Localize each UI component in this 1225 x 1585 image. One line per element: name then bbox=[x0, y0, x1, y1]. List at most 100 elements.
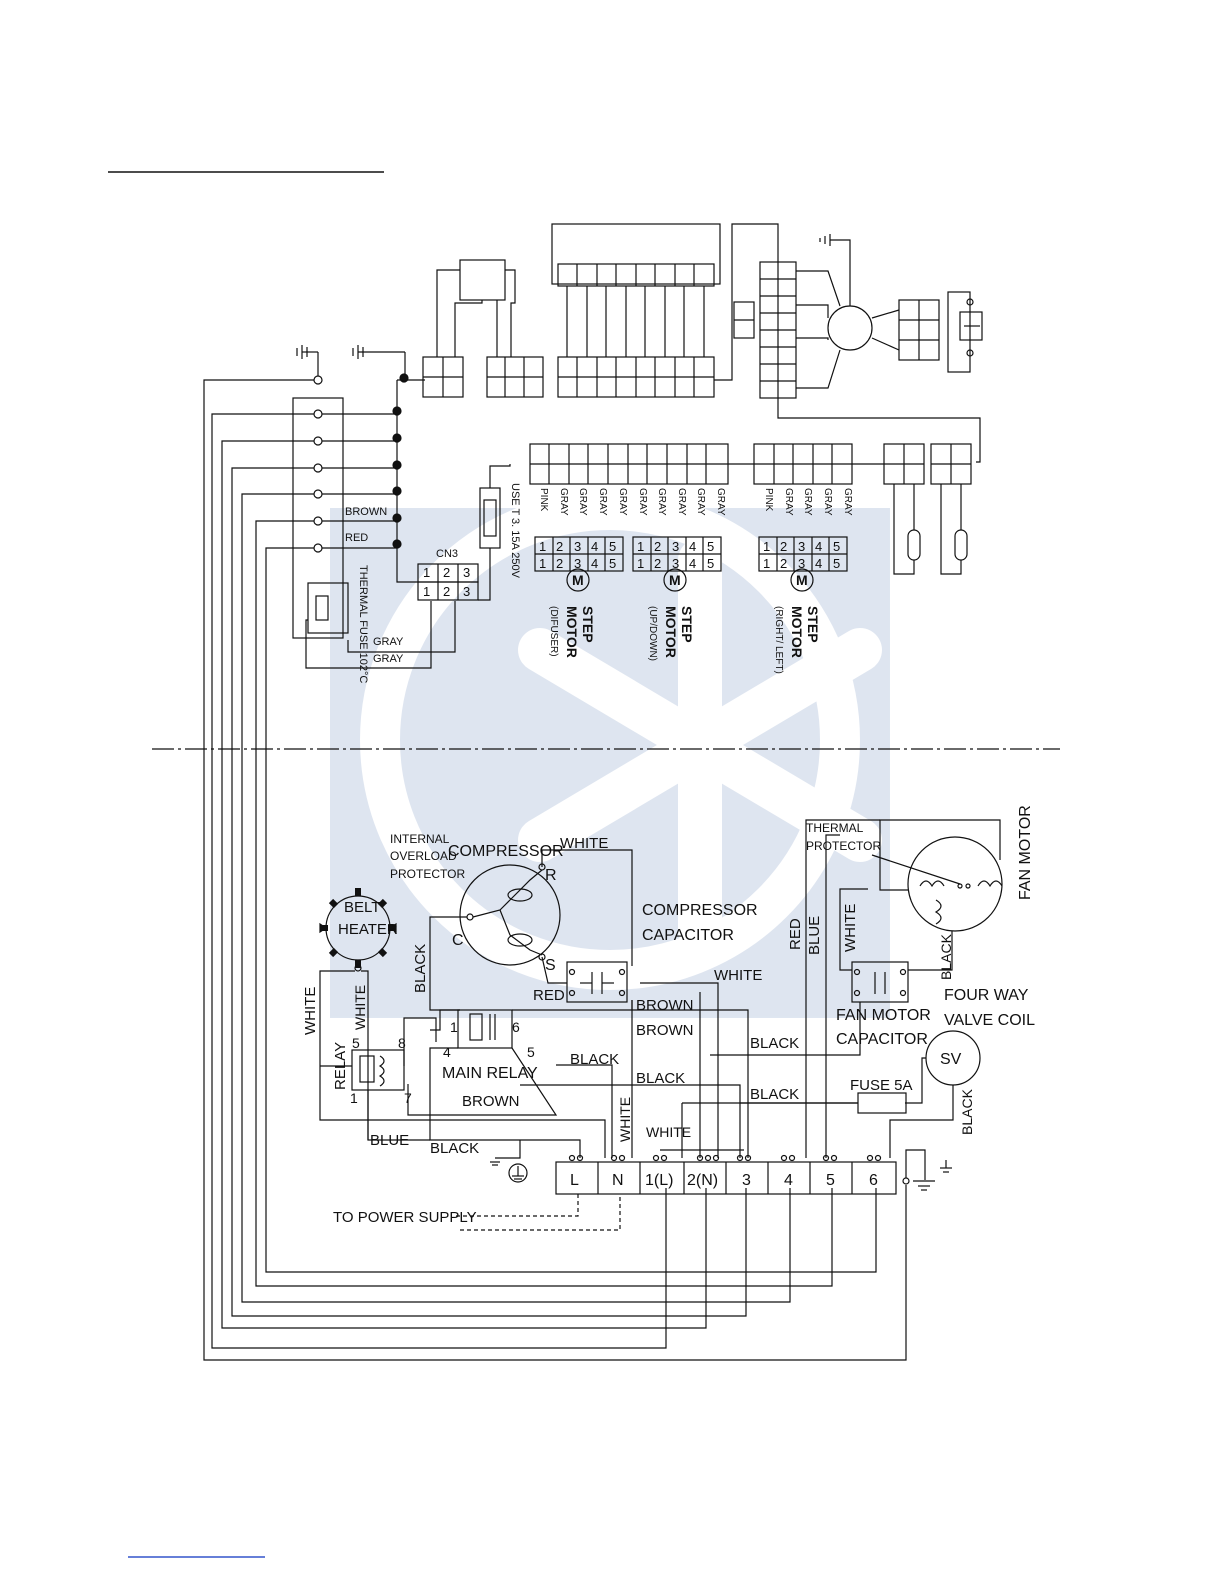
fan-motor-capacitor-label: FAN MOTOR bbox=[836, 1007, 931, 1024]
blue-label: BLUE bbox=[806, 916, 823, 955]
svg-text:GRAY: GRAY bbox=[597, 488, 608, 516]
black-label: BLACK bbox=[412, 944, 429, 993]
svg-text:7: 7 bbox=[404, 1090, 412, 1106]
svg-text:4: 4 bbox=[815, 539, 822, 554]
gray-label: GRAY bbox=[373, 636, 404, 648]
svg-text:N: N bbox=[612, 1172, 624, 1189]
brown-label: BROWN bbox=[636, 997, 694, 1014]
svg-text:1: 1 bbox=[539, 556, 546, 571]
svg-text:5: 5 bbox=[826, 1172, 835, 1189]
compressor bbox=[459, 864, 561, 966]
svg-text:1: 1 bbox=[763, 556, 770, 571]
svg-text:5: 5 bbox=[609, 556, 616, 571]
svg-text:2(N): 2(N) bbox=[687, 1172, 718, 1189]
svg-text:S: S bbox=[545, 957, 556, 974]
white-label: WHITE bbox=[352, 985, 368, 1030]
indoor-fan-connector bbox=[714, 223, 983, 463]
svg-text:5: 5 bbox=[833, 556, 840, 571]
svg-text:PINK: PINK bbox=[538, 488, 549, 512]
compressor-capacitor bbox=[566, 961, 628, 1003]
outdoor-terminal-block bbox=[555, 1149, 952, 1195]
cn3-digits: 1 2 3 1 2 3 bbox=[423, 565, 470, 599]
svg-text:5: 5 bbox=[707, 539, 714, 554]
ground-symbol bbox=[296, 345, 319, 376]
svg-text:GRAY: GRAY bbox=[558, 488, 569, 516]
four-way-label: FOUR WAY bbox=[944, 987, 1029, 1004]
svg-text:GRAY: GRAY bbox=[656, 488, 667, 516]
svg-text:MOTOR: MOTOR bbox=[564, 606, 580, 658]
svg-text:3: 3 bbox=[463, 584, 470, 599]
svg-text:GRAY: GRAY bbox=[676, 488, 687, 516]
svg-text:GRAY: GRAY bbox=[842, 488, 853, 516]
svg-text:2: 2 bbox=[556, 556, 563, 571]
svg-text:5: 5 bbox=[833, 539, 840, 554]
svg-text:8: 8 bbox=[398, 1035, 406, 1051]
step-wire-labels: PINK GRAY GRAY GRAY GRAY GRAY GRAY GRAY … bbox=[538, 488, 853, 516]
svg-text:OVERLOAD: OVERLOAD bbox=[390, 849, 457, 863]
pcb-fuse bbox=[478, 464, 511, 601]
svg-text:(DIFUSER): (DIFUSER) bbox=[548, 606, 559, 657]
svg-text:1: 1 bbox=[423, 565, 430, 580]
svg-text:1: 1 bbox=[450, 1019, 458, 1035]
svg-text:GRAY: GRAY bbox=[695, 488, 706, 516]
brown-label: BROWN bbox=[636, 1022, 694, 1039]
svg-text:(UP/DOWN): (UP/DOWN) bbox=[647, 606, 658, 661]
belt-heater bbox=[319, 888, 606, 1158]
svg-text:4: 4 bbox=[443, 1044, 451, 1060]
interconnect-wires bbox=[203, 379, 907, 1361]
svg-text:4: 4 bbox=[784, 1172, 793, 1189]
pcb-fuse-label: USE T 3. 15A 250V bbox=[509, 483, 521, 579]
svg-text:1: 1 bbox=[423, 584, 430, 599]
outdoor-text: INTERNAL OVERLOAD PROTECTOR COMPRESSOR C… bbox=[302, 805, 1035, 1226]
indoor-terminal-block bbox=[292, 397, 344, 639]
svg-text:2: 2 bbox=[654, 539, 661, 554]
svg-text:4: 4 bbox=[815, 556, 822, 571]
thermal-protector-label: THERMAL bbox=[806, 821, 864, 835]
svg-text:2: 2 bbox=[654, 556, 661, 571]
svg-text:2: 2 bbox=[780, 556, 787, 571]
outdoor-ground bbox=[490, 1140, 528, 1183]
outdoor-unit bbox=[319, 819, 1003, 1231]
step-motor-terminals bbox=[534, 536, 848, 592]
svg-text:L: L bbox=[570, 1172, 579, 1189]
svg-text:PINK: PINK bbox=[763, 488, 774, 512]
svg-text:GRAY: GRAY bbox=[617, 488, 628, 516]
svg-text:4: 4 bbox=[689, 556, 696, 571]
fan-motor-label: FAN MOTOR bbox=[1017, 805, 1034, 900]
black-label: BLACK bbox=[750, 1035, 799, 1052]
svg-text:3: 3 bbox=[742, 1172, 751, 1189]
svg-text:1: 1 bbox=[637, 539, 644, 554]
terminal-labels: L N 1(L) 2(N) 3 4 5 6 bbox=[570, 1172, 878, 1189]
svg-text:3: 3 bbox=[463, 565, 470, 580]
black-label: BLACK bbox=[959, 1088, 975, 1135]
svg-text:HEATER: HEATER bbox=[338, 921, 398, 938]
thermal-fuse-label: THERMAL FUSE 102°C bbox=[357, 565, 369, 683]
svg-text:GRAY: GRAY bbox=[783, 488, 794, 516]
brown-label: BROWN bbox=[462, 1093, 520, 1110]
relay-label: RELAY bbox=[332, 1042, 349, 1090]
svg-text:1: 1 bbox=[539, 539, 546, 554]
svg-text:(RIGHT/ LEFT): (RIGHT/ LEFT) bbox=[773, 606, 784, 674]
blue-label: BLUE bbox=[370, 1132, 409, 1149]
internal-overload-label: INTERNAL bbox=[390, 832, 450, 846]
svg-text:2: 2 bbox=[443, 584, 450, 599]
svg-text:CAPACITOR: CAPACITOR bbox=[642, 927, 734, 944]
brown-label: BROWN bbox=[345, 506, 387, 518]
aux-relay bbox=[320, 1017, 437, 1141]
svg-text:GRAY: GRAY bbox=[822, 488, 833, 516]
svg-text:5: 5 bbox=[352, 1035, 360, 1051]
display-board bbox=[551, 223, 755, 398]
white-label: WHITE bbox=[302, 987, 319, 1035]
cn3-label: CN3 bbox=[436, 548, 458, 560]
svg-text:PROTECTOR: PROTECTOR bbox=[390, 867, 465, 881]
svg-text:GRAY: GRAY bbox=[715, 488, 726, 516]
svg-text:4: 4 bbox=[591, 539, 598, 554]
svg-text:2: 2 bbox=[780, 539, 787, 554]
white-label: WHITE bbox=[714, 967, 762, 984]
main-relay-label: MAIN RELAY bbox=[442, 1065, 538, 1082]
black-label: BLACK bbox=[570, 1051, 619, 1068]
step-motor-connectors bbox=[529, 443, 972, 575]
black-label: BLACK bbox=[636, 1070, 685, 1087]
svg-text:M: M bbox=[796, 572, 808, 588]
svg-text:M: M bbox=[669, 572, 681, 588]
